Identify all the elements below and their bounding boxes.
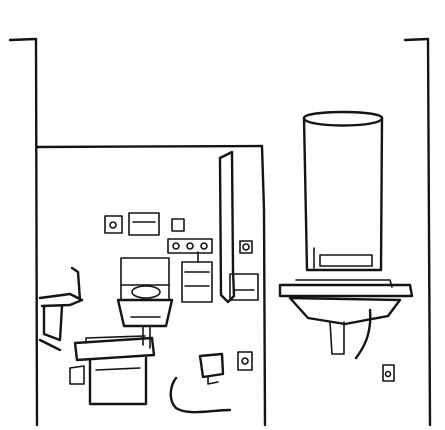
wall-control-panels (104, 212, 253, 254)
water-heater-cylinder (302, 110, 384, 272)
lower-fixture (69, 335, 156, 406)
center-sink-unit (116, 257, 174, 349)
vertical-grab-bar (218, 150, 236, 304)
room-walls (8, 37, 432, 427)
hose (169, 376, 232, 414)
hand-dryer (198, 351, 253, 385)
fold-down-shelf (38, 266, 84, 352)
paper-dispenser (181, 251, 259, 303)
washbasin (278, 279, 414, 382)
